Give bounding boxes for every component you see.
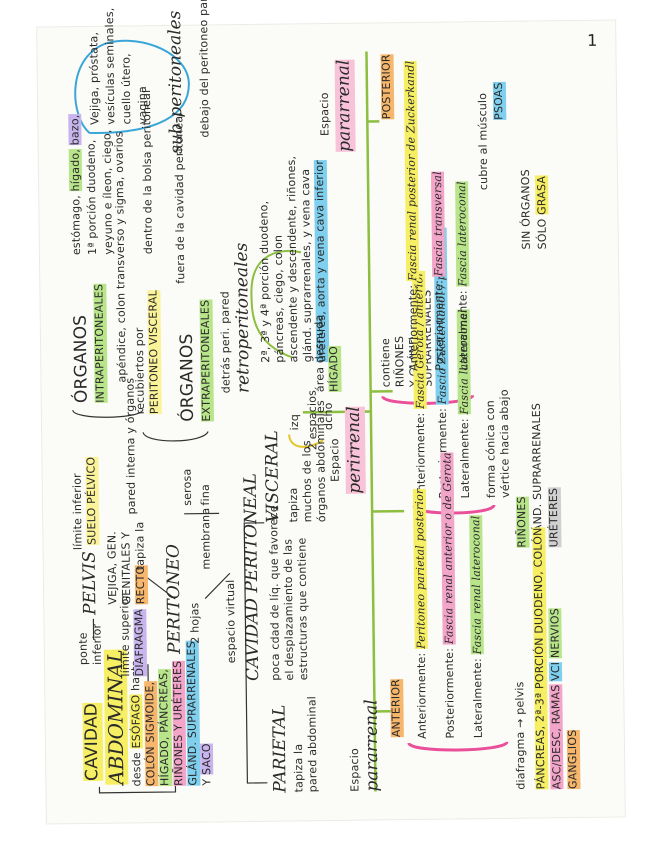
peri-rinones: RIÑONES — [392, 335, 407, 388]
peri-ureteres: URÉTERES — [546, 487, 562, 548]
parietal-pared: pared abdominal — [305, 695, 320, 793]
intra-line1: estómago, hígado, bazo, — [68, 114, 83, 256]
peri-gland2: GLÁND. SUPRARRENALES — [529, 402, 545, 548]
sub-vesiculas: vesículas seminales, — [102, 7, 118, 125]
pp-lat: Lateralmente: Fascia lateroconal — [455, 181, 471, 371]
intraperitoneales: INTRAPERITONEALES — [92, 283, 108, 403]
rinones-text: RIÑONES Y URÉTERES — [170, 660, 187, 786]
inferior-label: inferior — [90, 623, 104, 665]
pp-sin: SIN ÓRGANOS — [518, 169, 533, 250]
organos2-label: ÓRGANOS — [176, 333, 198, 422]
organos-label: ÓRGANOS — [70, 314, 92, 404]
limite-inferior: límite inferior — [70, 473, 85, 551]
poca-cantidad: poca cdad de líq. que favorece — [267, 505, 283, 681]
membrana-label: membrana — [199, 507, 213, 570]
colon-text: COLÓN SIGMOIDE, — [143, 681, 159, 787]
cavidad-peritoneal: CAVIDAD PERITONEAL — [240, 472, 264, 682]
serosa-label: serosa — [180, 468, 195, 506]
peri-espacio: Espacio — [328, 438, 342, 483]
rotated-notes: CAVIDAD ABDOMINAL desde ESÓFAGO hasta CO… — [48, 0, 613, 816]
peri-dcho: dcho — [321, 402, 336, 431]
pp-post: Posteriormente: Fascia transversal — [430, 171, 447, 371]
pp-espacio: Espacio — [317, 92, 332, 137]
limite-superior: límite superior — [118, 593, 133, 677]
retroperitoneales: retroperitoneales — [231, 242, 254, 394]
peri-contiene: contiene — [378, 338, 393, 388]
peri-dos-espacios: 2 espacios — [305, 389, 320, 451]
diafragma-label: DIAFRAGMA — [132, 608, 147, 677]
retro-line1: 2ª, 3ª y 4ª porción duodeno, — [257, 200, 273, 363]
vejiga-label: VEJIGA, GEN. — [105, 530, 120, 605]
sub-vejiga: Vejiga, próstata, — [87, 31, 102, 125]
parietal-tapiza: tapiza la — [291, 743, 306, 793]
sub-cuello: cuello útero, — [119, 53, 134, 125]
desplazamiento: el desplazamiento de las — [281, 538, 297, 681]
dos-hojas: 2 hojas — [188, 602, 202, 644]
debajo-peritoneo: debajo del peritoneo parietal — [196, 0, 212, 138]
peri-area: área desnuda — [312, 314, 327, 393]
sub-vagina: vagina — [135, 85, 150, 125]
extraperitoneales: EXTRAPERITONEALES — [198, 299, 214, 422]
espacio-virtual: espacio virtual — [223, 579, 238, 664]
pa-diafragma: diafragma → pelvis — [513, 681, 528, 790]
pp-title: pararrenal — [333, 59, 356, 152]
peri-higado: HÍGADO — [327, 345, 342, 393]
pa-title: pararrenal — [361, 699, 383, 792]
fina-label: fina — [198, 484, 213, 506]
pelvis-title: PELVIS — [79, 551, 101, 616]
peri-rinones2: RIÑONES — [514, 496, 530, 548]
peri-forma: forma cónica con — [483, 400, 498, 499]
peritoneo-title: PERITONEO — [163, 543, 185, 655]
peri-title: perirrenal — [343, 406, 366, 494]
retro-line2: páncreas, ciego, colon — [271, 234, 287, 363]
visceral-tapiza: tapiza — [286, 487, 301, 523]
peri-izq: izq — [287, 413, 302, 431]
pa-ganglios: GANGLIOS — [565, 729, 581, 790]
pp-posterior: POSTERIOR — [379, 54, 394, 120]
suelo-pelvico: SUELO PÉLVICO — [84, 456, 100, 546]
peritoneo-visceral: PERITONEO VISCERAL — [146, 290, 162, 415]
pa-lat: Lateralmente: Fascia renal lateroconal — [469, 515, 485, 739]
recubiertos: recubiertos por — [132, 327, 147, 415]
tapiza-la: tapiza la — [133, 521, 147, 571]
pp-cubre: cubre al músculo — [475, 92, 491, 191]
estructuras: estructuras que contiene — [295, 537, 311, 681]
peri-vertice: vértice hacia abajo — [497, 389, 512, 498]
subperitoneales: sub-peritoneales — [164, 10, 187, 154]
recto-label: RECTO — [133, 565, 148, 605]
pa-ascdesc: ASC/DESC, RAMAS VCI NERVIOS — [548, 607, 564, 790]
intra-line2: 1ª porción duodeno, — [84, 139, 99, 255]
pp-psoas: PSOAS — [491, 82, 506, 121]
pa-anterior: ANTERIOR — [389, 678, 404, 738]
pa-espacio: Espacio — [347, 748, 362, 792]
ponte-label: ponte — [76, 632, 90, 666]
detras-pared: detrás peri. pared — [218, 290, 233, 394]
higado-text: HÍGADO, PÁNCREAS, — [157, 668, 173, 787]
desde-label: desde ESÓFAGO hasta — [129, 659, 144, 787]
visceral-muchos: muchos de los — [300, 440, 315, 523]
visceral-title: VISCERAL — [262, 430, 284, 523]
saco-line: Y SACO — [199, 743, 214, 786]
title-cavidad: CAVIDAD — [81, 702, 103, 782]
pp-solo: SÓLO GRASA — [535, 175, 549, 250]
genitales-label: GENITALES Y — [119, 531, 134, 605]
notes-page: 1 — [37, 0, 625, 824]
parietal-title: PARIETAL — [269, 704, 291, 793]
gland-text: GLÁND. SUPRARRENALES — [184, 641, 201, 786]
